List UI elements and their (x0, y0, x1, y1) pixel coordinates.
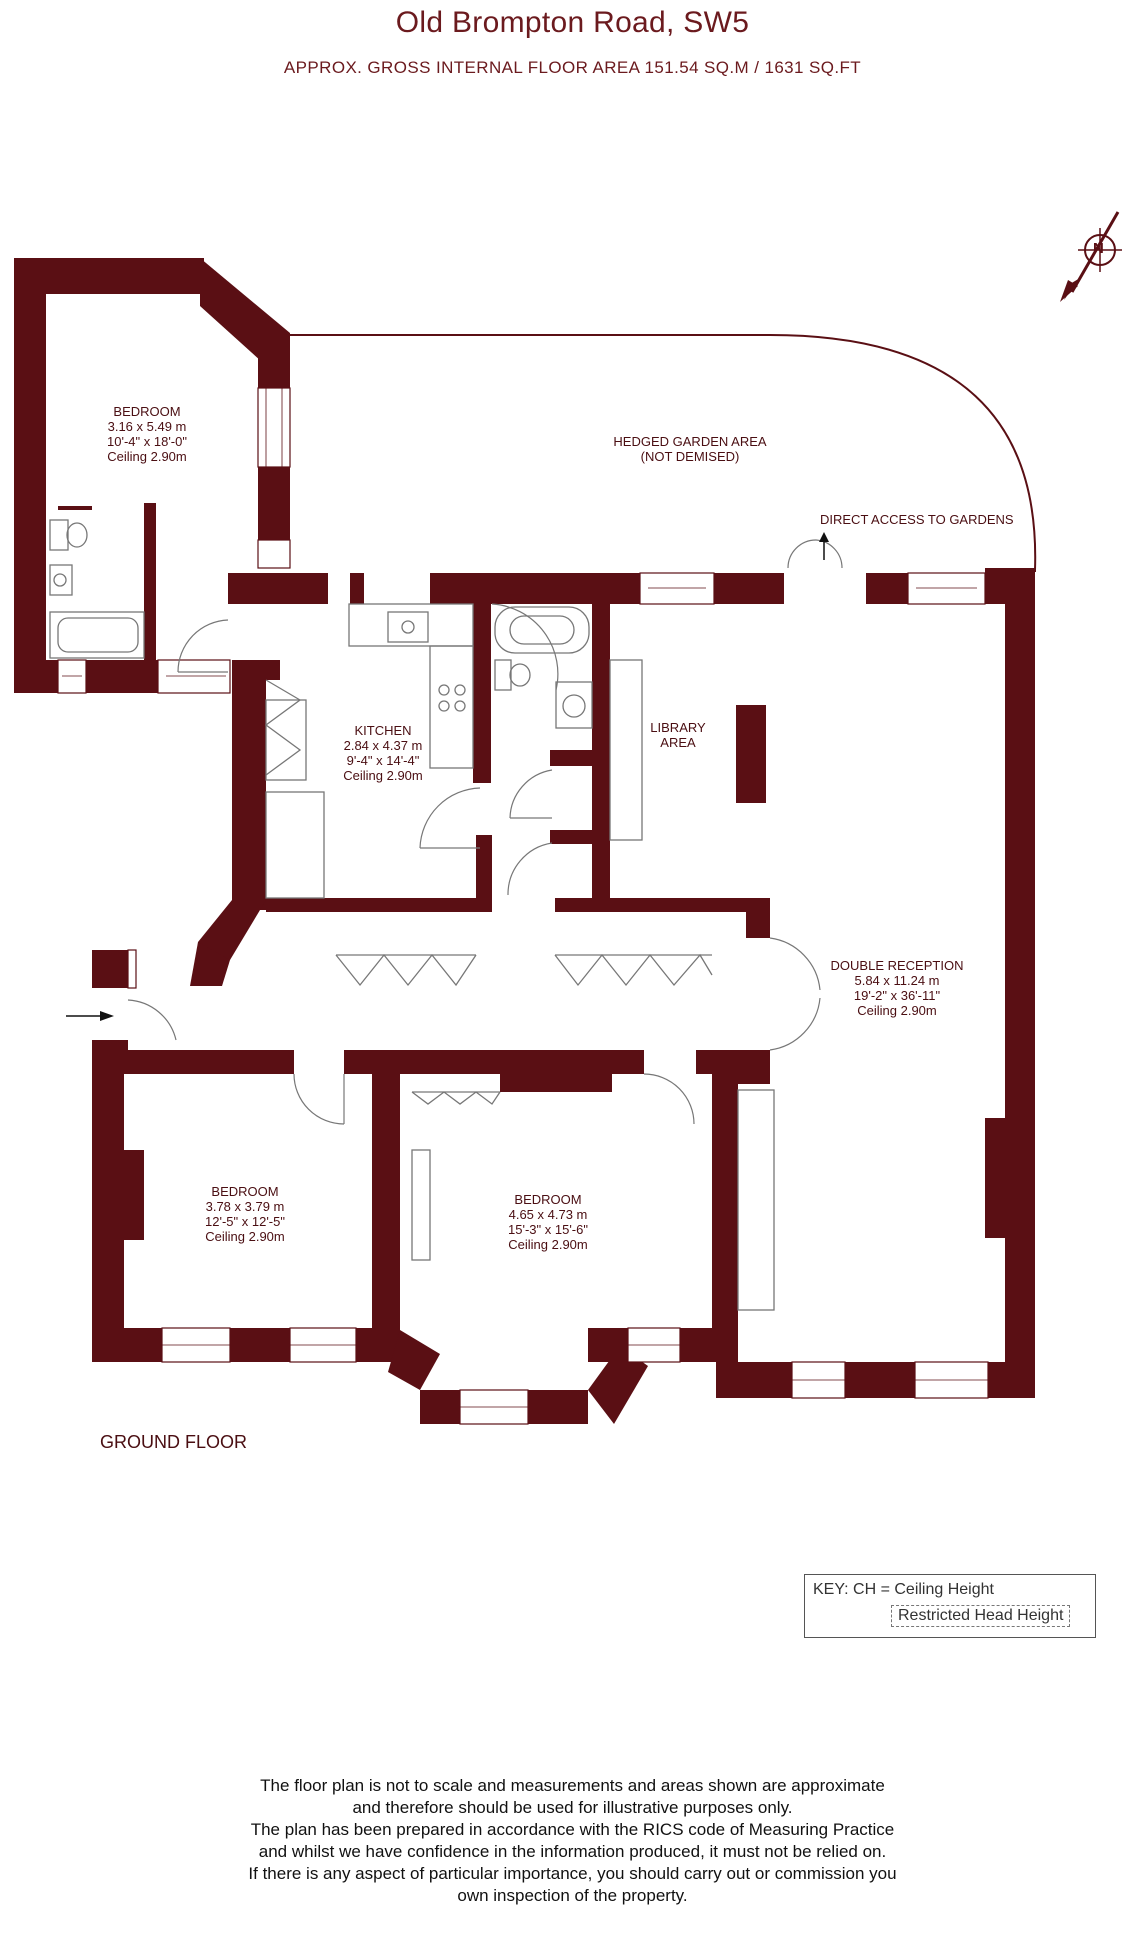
room-label-bedroom-left: BEDROOM 3.78 x 3.79 m 12'-5" x 12'-5" Ce… (205, 1184, 285, 1244)
compass-icon (1060, 211, 1122, 302)
key-legend: KEY: CH = Ceiling Height Restricted Head… (804, 1574, 1096, 1638)
fireplace (736, 705, 766, 803)
garden-outline (288, 334, 1037, 572)
disclaimer-line: and whilst we have confidence in the inf… (258, 1842, 887, 1861)
disclaimer-line: The plan has been prepared in accordance… (250, 1820, 895, 1839)
doors (127, 539, 843, 1125)
disclaimer-line: and therefore should be used for illustr… (352, 1798, 793, 1817)
disclaimer-line: own inspection of the property. (457, 1886, 688, 1905)
disclaimer-line: If there is any aspect of particular imp… (248, 1864, 897, 1883)
key-ceiling-height: KEY: CH = Ceiling Height (813, 1581, 994, 1598)
fixtures (49, 519, 775, 1311)
floor-area-subtitle: APPROX. GROSS INTERNAL FLOOR AREA 151.54… (283, 58, 862, 77)
compass-letter: N (1093, 240, 1104, 257)
room-label-bedroom-top: BEDROOM 3.16 x 5.49 m 10'-4" x 18'-0" Ce… (107, 404, 187, 464)
disclaimer: The floor plan is not to scale and measu… (0, 1775, 1145, 1907)
windows (57, 387, 989, 1425)
room-label-library: LIBRARY AREA (650, 720, 706, 750)
room-label-bedroom-mid: BEDROOM 4.65 x 4.73 m 15'-3" x 15'-6" Ce… (508, 1192, 588, 1252)
entrance-arrow (66, 1011, 114, 1021)
floor-label: GROUND FLOOR (100, 1432, 248, 1452)
access-label: DIRECT ACCESS TO GARDENS (820, 512, 1014, 527)
room-label-kitchen: KITCHEN 2.84 x 4.37 m 9'-4" x 14'-4" Cei… (343, 723, 423, 783)
room-label-double-reception: DOUBLE RECEPTION 5.84 x 11.24 m 19'-2" x… (830, 958, 964, 1018)
key-restricted-head-height: Restricted Head Height (891, 1605, 1071, 1627)
disclaimer-line: The floor plan is not to scale and measu… (260, 1776, 885, 1795)
access-arrow (819, 532, 829, 560)
room-label-garden: HEDGED GARDEN AREA (NOT DEMISED) (613, 434, 767, 464)
walls (14, 258, 1035, 1424)
page-title: Old Brompton Road, SW5 (395, 6, 750, 39)
